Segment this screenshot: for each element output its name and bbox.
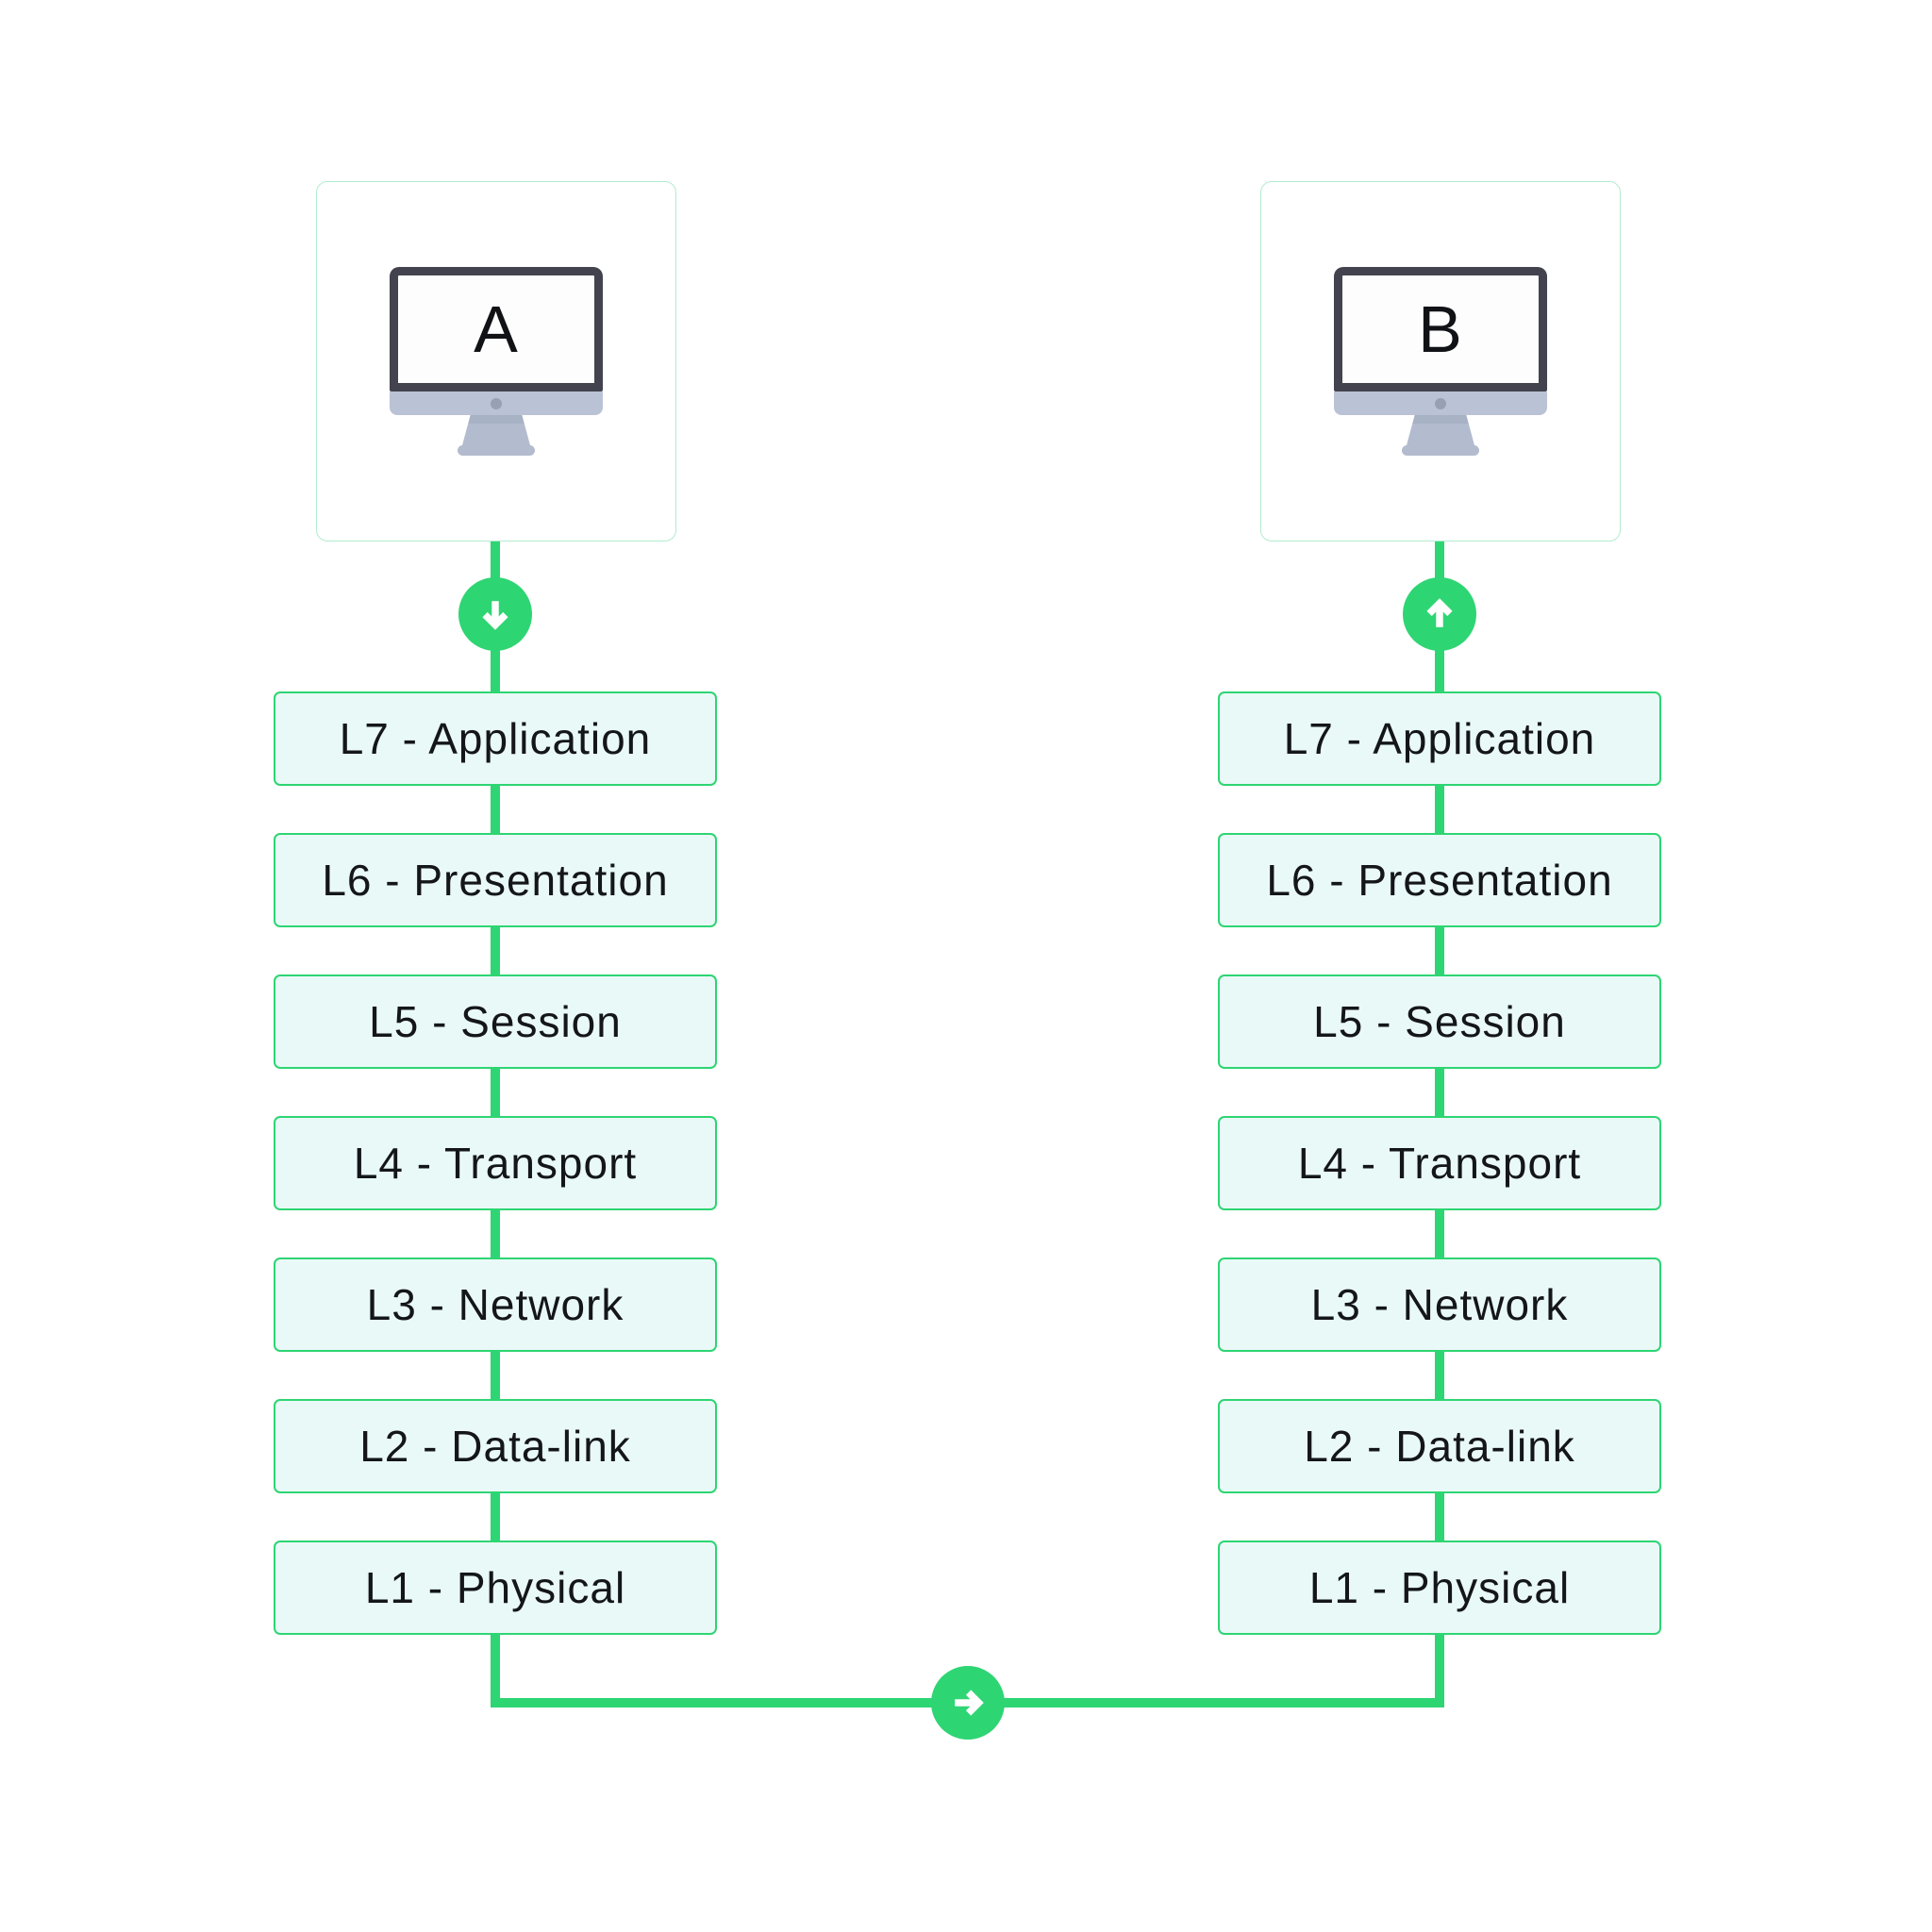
layer-box-b-l4: L4 - Transport xyxy=(1218,1116,1661,1210)
arrow-up-icon xyxy=(1426,598,1453,627)
monitor-stand-neck xyxy=(462,415,530,445)
layer-box-a-l6: L6 - Presentation xyxy=(274,833,717,927)
imac-monitor-icon: B xyxy=(1334,267,1547,456)
monitor-stand-base xyxy=(458,445,535,456)
monitor-stand-base xyxy=(1402,445,1479,456)
host-b-label: B xyxy=(1418,292,1463,366)
flow-down-badge xyxy=(458,577,532,651)
camera-dot xyxy=(1435,397,1446,409)
layer-box-b-l5: L5 - Session xyxy=(1218,974,1661,1069)
imac-monitor-icon: A xyxy=(390,267,603,456)
layer-box-b-l7: L7 - Application xyxy=(1218,691,1661,786)
arrow-right-icon xyxy=(955,1690,984,1716)
monitor-screen: B xyxy=(1334,267,1547,391)
monitor-chin xyxy=(390,391,603,415)
transmit-badge xyxy=(931,1666,1005,1740)
layer-box-b-l3: L3 - Network xyxy=(1218,1257,1661,1352)
arrow-down-icon xyxy=(482,601,508,630)
layer-box-b-l6: L6 - Presentation xyxy=(1218,833,1661,927)
layer-box-a-l3: L3 - Network xyxy=(274,1257,717,1352)
host-b-card: B xyxy=(1260,181,1621,541)
layer-box-a-l5: L5 - Session xyxy=(274,974,717,1069)
layer-box-a-l4: L4 - Transport xyxy=(274,1116,717,1210)
host-a-card: A xyxy=(316,181,676,541)
monitor-screen: A xyxy=(390,267,603,391)
monitor-chin xyxy=(1334,391,1547,415)
camera-dot xyxy=(491,397,502,409)
monitor-stand-neck xyxy=(1407,415,1474,445)
flow-up-badge xyxy=(1403,577,1476,651)
layer-box-a-l7: L7 - Application xyxy=(274,691,717,786)
layer-box-b-l1: L1 - Physical xyxy=(1218,1541,1661,1635)
host-a-label: A xyxy=(474,292,519,366)
layer-box-b-l2: L2 - Data-link xyxy=(1218,1399,1661,1493)
layer-box-a-l1: L1 - Physical xyxy=(274,1541,717,1635)
layer-box-a-l2: L2 - Data-link xyxy=(274,1399,717,1493)
